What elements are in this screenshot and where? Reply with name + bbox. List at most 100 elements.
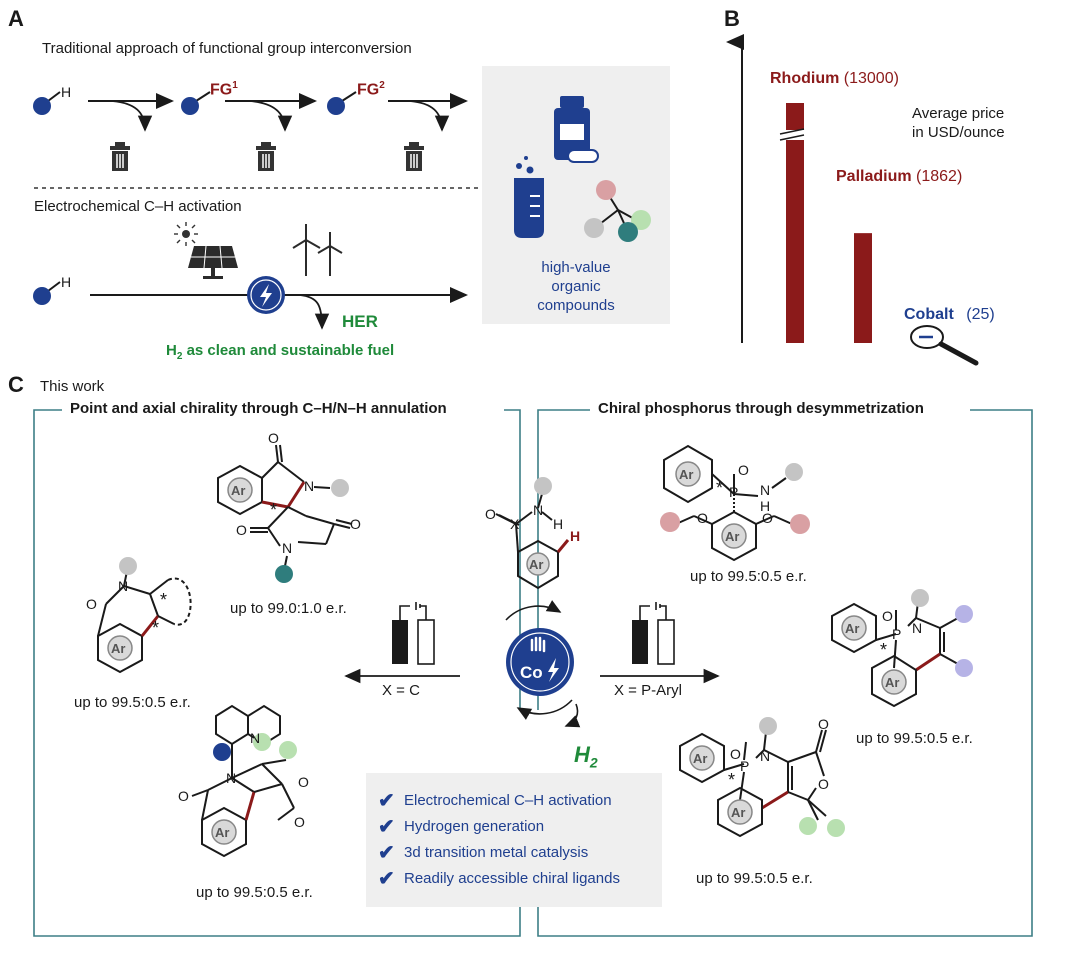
atom-o-label: O: [350, 516, 361, 532]
wind-turbine-icon: [292, 224, 343, 276]
fg2-molecule: [327, 91, 357, 115]
ar-label: Ar: [845, 621, 860, 636]
panel-a-scheme: [33, 66, 670, 330]
substrate-h-molecule: [33, 91, 61, 115]
er-phosphorus-right: up to 99.5:0.5 e.r.: [856, 730, 973, 747]
substituent-dot: [955, 659, 973, 677]
substituent-dot: [253, 733, 271, 751]
substituent-dot: [275, 565, 293, 583]
this-work-title: This work: [40, 378, 105, 395]
substituent-dot: [660, 512, 680, 532]
atom-p-label: P: [892, 626, 902, 642]
atom-x-label: X: [510, 516, 520, 532]
fg2-label: FG2: [357, 80, 385, 99]
electrode-icon-right: [632, 602, 675, 665]
er-phosphorus-top: up to 99.5:0.5 e.r.: [690, 568, 807, 585]
panel-c-letter: C: [8, 372, 24, 397]
electro-catalyst-icon: [247, 276, 285, 314]
phosphaisoquinoline-product: [831, 601, 959, 708]
atom-n-label: N: [250, 730, 261, 746]
high-value-line-2: organic: [551, 278, 601, 295]
palladium-label: Palladium (1862): [836, 168, 963, 185]
atom-o-label: O: [730, 746, 741, 762]
central-substrate: [495, 493, 570, 590]
fused-lactone-phosphorus-product: [679, 729, 827, 838]
atom-o-label: O: [485, 506, 496, 522]
h-atom-label-2: H: [61, 274, 72, 290]
axis-break-mark: [779, 128, 805, 141]
atom-o-label: O: [236, 522, 247, 538]
price-bar-rhodium: [786, 103, 804, 343]
atom-h-label: H: [553, 516, 564, 532]
x-equals-p-aryl-label: X = P-Aryl: [614, 682, 682, 699]
substituent-dot: [955, 605, 973, 623]
substituent-dot: [331, 479, 349, 497]
ar-label: Ar: [731, 805, 746, 820]
check-icon: ✔: [378, 789, 395, 812]
fg1-molecule: [181, 91, 211, 115]
stereocenter-star: *: [152, 618, 160, 638]
traditional-approach-title: Traditional approach of functional group…: [42, 40, 412, 57]
fg1-label: FG1: [210, 80, 238, 99]
ar-label: Ar: [529, 557, 544, 572]
price-note: Average price in USD/ounce: [912, 104, 1005, 142]
substituent-dot: [785, 463, 803, 481]
atom-o-label: O: [178, 788, 189, 804]
panel-b-letter: B: [724, 6, 740, 31]
rhodium-label: Rhodium (13000): [770, 70, 899, 87]
ar-label: Ar: [693, 751, 708, 766]
checklist-item: ✔Electrochemical C–H activation: [378, 789, 612, 812]
chiral-molecule-icon: [584, 180, 651, 242]
substituent-dot: [534, 477, 552, 495]
ar-label: Ar: [111, 641, 126, 656]
atom-n-label: N: [118, 578, 129, 594]
substituent-dot: [759, 717, 777, 735]
substituent-dot: [213, 743, 231, 761]
substituent-dot: [119, 557, 137, 575]
checklist-item: ✔Hydrogen generation: [378, 815, 545, 838]
x-equals-c-label: X = C: [382, 682, 420, 699]
stereocenter-star: *: [880, 640, 888, 660]
panel-a-letter: A: [8, 6, 24, 31]
high-value-label: high-value organic compounds: [482, 258, 670, 315]
substituent-dot: [799, 817, 817, 835]
atom-p-label: P: [729, 484, 739, 500]
checklist-item: ✔Readily accessible chiral ligands: [378, 867, 620, 890]
atom-n-label: N: [282, 540, 293, 556]
axial-chiral-product: [191, 704, 295, 858]
atom-o-label: O: [294, 814, 305, 830]
atom-o-label: O: [818, 776, 829, 792]
atom-n-label: N: [912, 620, 923, 636]
atom-n-label: N: [226, 770, 237, 786]
atom-o-label: O: [738, 462, 749, 478]
phosphinamide-product: [663, 444, 793, 562]
atom-o-label: O: [762, 510, 773, 526]
atom-h-label: H: [760, 498, 771, 514]
stereocenter-star: *: [270, 500, 278, 520]
dihydroisoquinolinone-product: [97, 565, 192, 674]
h2-fuel-label: H2 as clean and sustainable fuel: [166, 342, 395, 362]
checklist-item: ✔3d transition metal catalysis: [378, 841, 589, 864]
substrate-h-molecule-2: [33, 281, 61, 305]
price-bar-palladium: [854, 233, 872, 343]
electrochemical-title: Electrochemical C–H activation: [34, 198, 242, 215]
her-label: HER: [342, 312, 378, 331]
stereocenter-star: *: [728, 770, 736, 790]
trash-icon: [256, 142, 276, 171]
er-axial: up to 99.5:0.5 e.r.: [196, 884, 313, 901]
trash-icon: [110, 142, 130, 171]
high-value-line-1: high-value: [541, 259, 611, 276]
check-icon: ✔: [378, 815, 395, 838]
atom-n-label: N: [760, 748, 771, 764]
cobalt-catalyst-label: Co: [520, 663, 543, 682]
check-icon: ✔: [378, 867, 395, 890]
check-icon: ✔: [378, 841, 395, 864]
er-left: up to 99.5:0.5 e.r.: [74, 694, 191, 711]
substituent-dot: [279, 741, 297, 759]
h2-product-label: H2: [574, 742, 598, 771]
ar-label: Ar: [679, 467, 694, 482]
beaker-icon: [514, 156, 544, 238]
high-value-line-3: compounds: [537, 297, 615, 314]
er-phosphorus-bottom: up to 99.5:0.5 e.r.: [696, 870, 813, 887]
ar-label: Ar: [885, 675, 900, 690]
